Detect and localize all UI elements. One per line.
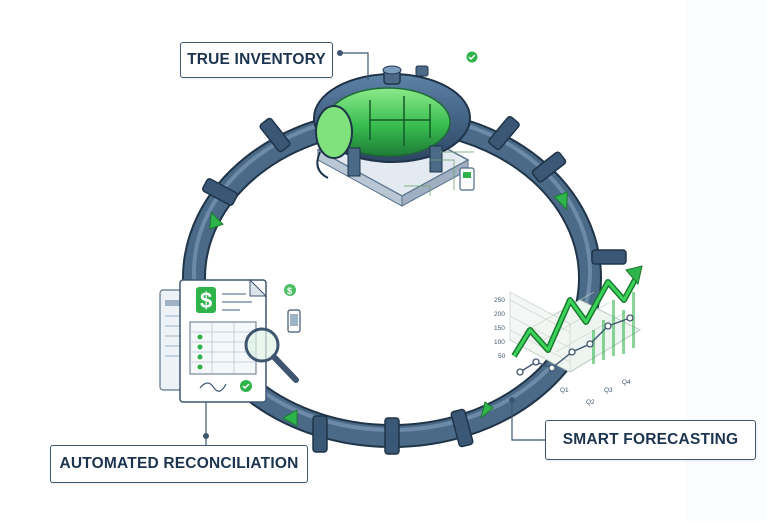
x-tick: Q3 bbox=[604, 387, 613, 394]
magnifier-icon bbox=[244, 327, 299, 383]
smart-forecasting-label: SMART FORECASTING bbox=[545, 420, 756, 460]
x-tick: Q2 bbox=[586, 399, 595, 406]
y-tick: 200 bbox=[494, 311, 505, 318]
dollar-icon: $ bbox=[200, 288, 212, 313]
badge-icon bbox=[284, 284, 296, 296]
y-tick: 250 bbox=[494, 297, 505, 304]
tank-icon bbox=[313, 65, 475, 207]
phone-icon bbox=[287, 309, 301, 333]
y-tick: 50 bbox=[498, 353, 506, 360]
automated-reconciliation-label: AUTOMATED RECONCILIATION bbox=[50, 445, 308, 483]
forecast-chart: 250 200 150 100 50 Q1 Q2 Q3 Q4 bbox=[494, 265, 643, 406]
cycle-arrow-icon bbox=[209, 191, 569, 427]
true-inventory-label: TRUE INVENTORY bbox=[180, 42, 333, 78]
badge-icon-symbol: $ bbox=[287, 286, 292, 296]
forecast-callout-line bbox=[511, 400, 545, 441]
tank-callout-line bbox=[340, 52, 369, 80]
y-tick: 150 bbox=[494, 325, 505, 332]
x-tick: Q1 bbox=[560, 387, 569, 394]
x-tick: Q4 bbox=[622, 379, 631, 386]
reconciliation-documents: $ bbox=[159, 278, 268, 403]
y-tick: 100 bbox=[494, 339, 505, 346]
